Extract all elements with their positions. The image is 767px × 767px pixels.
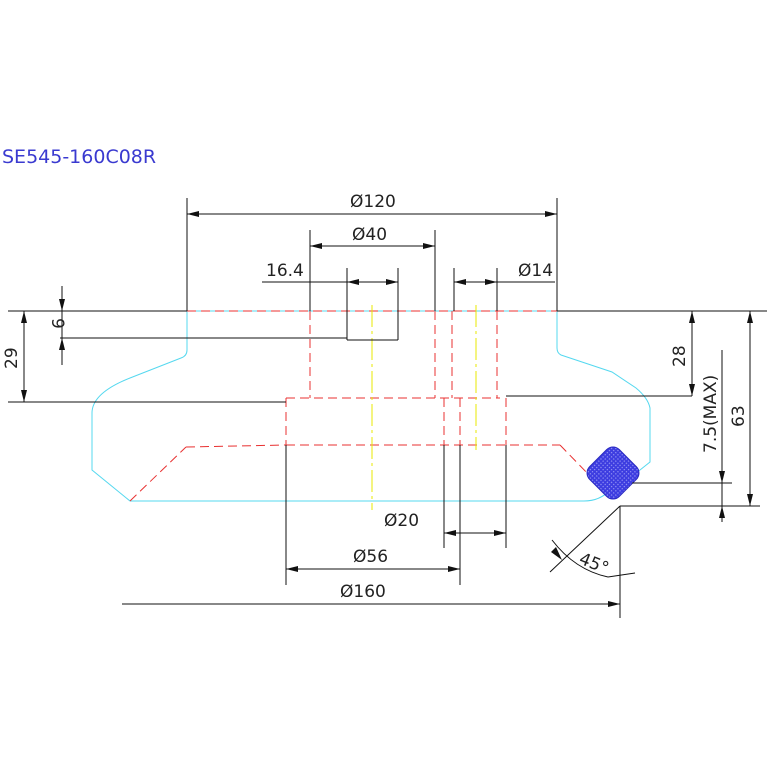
center-lines	[371, 305, 477, 510]
part-outline	[91, 310, 651, 502]
dim-16-4-label: 16.4	[266, 261, 304, 281]
dim-9-label: 9	[47, 318, 67, 329]
dim-29-label: 29	[2, 347, 22, 369]
dim-120-label: Ø120	[350, 192, 396, 212]
dimension-lines	[8, 198, 767, 618]
dim-63-label: 63	[729, 405, 749, 427]
dim-20-label: Ø20	[384, 511, 419, 531]
dim-56-label: Ø56	[353, 547, 388, 567]
dim-28-label: 28	[670, 345, 690, 367]
dim-40-label: Ø40	[352, 225, 387, 245]
dim-160-label: Ø160	[340, 582, 386, 602]
drawing-title: SE545-160C08R	[2, 146, 156, 168]
dim-7-5-max-label: 7.5(MAX)	[701, 375, 721, 453]
dimension-labels: Ø120 Ø40 16.4 Ø14 9 29 28 7.5(MAX) 63 Ø2…	[2, 192, 749, 602]
arrowheads	[21, 211, 753, 607]
insert-seal	[586, 446, 640, 500]
hidden-lines	[129, 310, 591, 502]
dim-14-label: Ø14	[518, 261, 553, 281]
angle-45-label: 45°	[576, 549, 611, 579]
